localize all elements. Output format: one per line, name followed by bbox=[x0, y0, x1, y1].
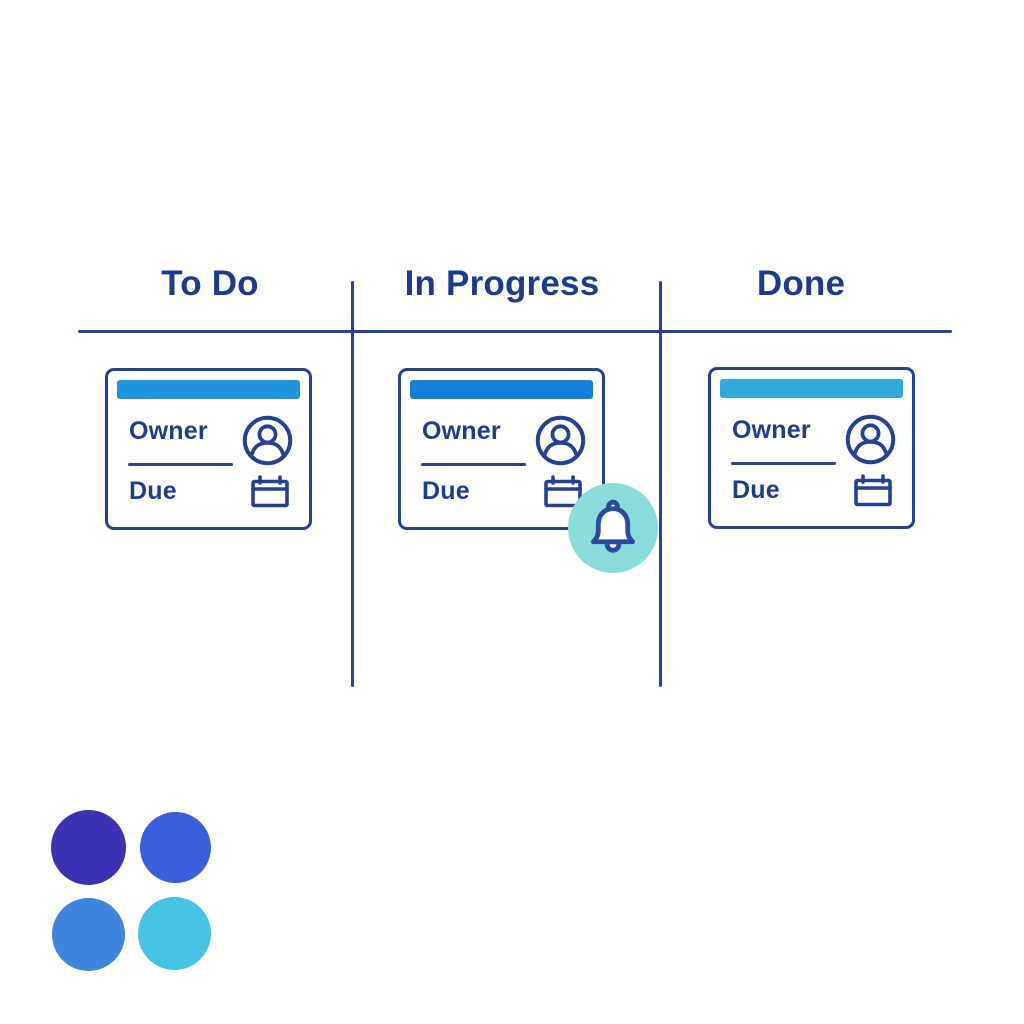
due-label: Due bbox=[129, 477, 177, 505]
column-divider-2 bbox=[659, 281, 662, 687]
calendar-icon bbox=[853, 474, 893, 508]
notification-badge[interactable] bbox=[568, 483, 658, 573]
palette-swatch-sky-blue bbox=[138, 897, 211, 970]
column-title-in-progress: In Progress bbox=[404, 264, 600, 303]
palette-swatch-indigo bbox=[51, 810, 126, 885]
calendar-icon bbox=[250, 475, 290, 509]
task-card-todo[interactable]: Owner Due bbox=[105, 368, 312, 530]
card-title-bar bbox=[117, 380, 300, 399]
board-header-divider bbox=[78, 330, 952, 333]
column-title-todo: To Do bbox=[161, 264, 259, 303]
task-card-in-progress[interactable]: Owner Due bbox=[398, 368, 605, 530]
column-title-done: Done bbox=[756, 264, 846, 303]
due-label: Due bbox=[422, 477, 470, 505]
owner-field-underline bbox=[731, 462, 836, 465]
due-label: Due bbox=[732, 476, 780, 504]
person-avatar-icon bbox=[534, 414, 587, 467]
owner-label: Owner bbox=[732, 416, 811, 444]
card-title-bar bbox=[410, 380, 593, 399]
owner-label: Owner bbox=[422, 417, 501, 445]
card-title-bar bbox=[720, 379, 903, 398]
owner-field-underline bbox=[128, 463, 233, 466]
person-avatar-icon bbox=[241, 414, 294, 467]
palette-swatch-azure-blue bbox=[52, 898, 125, 971]
calendar-icon bbox=[543, 475, 583, 509]
person-avatar-icon bbox=[844, 413, 897, 466]
task-card-done[interactable]: Owner Due bbox=[708, 367, 915, 529]
owner-field-underline bbox=[421, 463, 526, 466]
column-divider-1 bbox=[351, 281, 354, 687]
owner-label: Owner bbox=[129, 417, 208, 445]
bell-icon bbox=[582, 497, 644, 559]
palette-swatch-royal-blue bbox=[140, 812, 211, 883]
